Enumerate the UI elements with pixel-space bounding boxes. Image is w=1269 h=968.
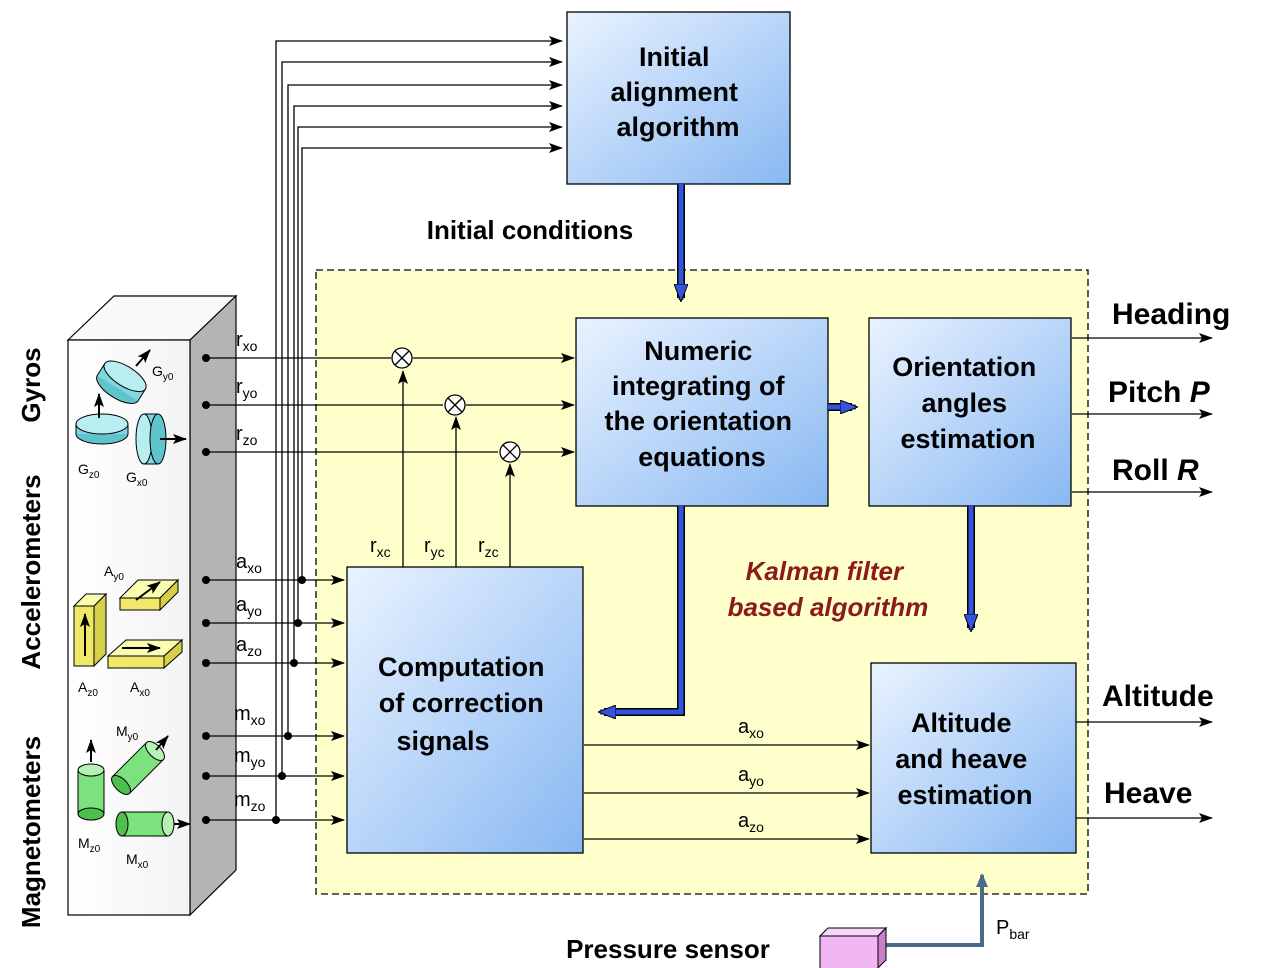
label-accel-x: Ax0 [130,679,150,699]
label-accel-z: Az0 [78,679,98,699]
sensor-output-lines [206,333,1213,844]
magnetometers-group-label: Magnetometers [16,736,46,928]
gyro-y-icon [96,349,151,404]
output-heave: Heave [1104,777,1192,810]
label-gyro-y: Gy0 [152,363,174,383]
kalman-filter-label: Kalman filter based algorithm [728,556,929,622]
sensor-bus [275,36,563,820]
signal-rzc: rzc [478,535,499,560]
multiplier-x [391,347,413,369]
signal-rxc: rxc [370,535,391,560]
alignment-block [566,11,791,185]
signal-azo-out: azo [738,810,764,835]
multiplier-z [499,441,521,463]
pressure-sensor-label: Pressure sensor [566,934,770,964]
output-roll: Roll R [1112,454,1199,487]
magnetometer-z-icon [77,739,105,821]
label-gyro-x: Gx0 [126,469,148,489]
pressure-sensor-icon [818,926,888,968]
orientation-block-text: Orientation angles estimation [892,352,1044,454]
label-magneto-z: Mz0 [78,835,101,855]
signal-rxo: rxo [236,329,258,354]
signal-azo: azo [236,634,262,659]
integrating-block-text: Numeric integrating of the orientation e… [604,336,799,472]
initial-conditions-label: Initial conditions [427,215,634,245]
signal-ryc: ryc [424,535,445,560]
magnetometer-y-icon [111,735,169,795]
signal-myo: myo [234,745,266,770]
accelerometer-y-icon [118,578,180,612]
signal-rzo: rzo [236,423,258,448]
gyro-x-icon [135,413,187,465]
signal-pbar: Pbar [996,917,1030,942]
signal-ayo: ayo [236,594,262,619]
signal-mxo: mxo [234,703,266,728]
gyros-group-label: Gyros [16,347,46,422]
label-magneto-x: Mx0 [126,851,149,871]
bus-junctions [272,576,306,824]
signal-ayo-out: ayo [738,764,764,789]
alignment-block-text: Initial alignment algorithm [610,42,745,142]
signal-mzo: mzo [234,789,266,814]
orientation-block [868,317,1072,507]
blue-flow-arrows-fill [600,184,971,712]
multiplier-y [444,394,466,416]
signal-axo-out: axo [738,716,764,741]
pressure-signal-line [876,873,988,947]
accelerometer-x-icon [106,638,184,670]
altitude-block [870,662,1077,854]
output-pitch: Pitch P [1108,376,1211,409]
integrating-block [575,317,829,507]
label-gyro-z: Gz0 [78,461,100,481]
gyro-z-icon [75,393,129,445]
altitude-block-text: Altitude and heave estimation [895,708,1035,810]
label-magneto-y: My0 [116,723,139,743]
output-altitude: Altitude [1102,680,1214,713]
signal-axo: axo [236,551,262,576]
signal-ryo: ryo [236,376,258,401]
correction-block [346,566,584,854]
label-accel-y: Ay0 [104,563,124,583]
magnetometer-x-icon [115,811,191,837]
output-heading: Heading [1112,298,1230,331]
accelerometers-group-label: Accelerometers [16,474,46,669]
correction-block-text: Computation of correction signals [378,652,552,756]
accelerometer-z-icon [72,592,108,668]
sensor-output-dots [202,354,210,824]
